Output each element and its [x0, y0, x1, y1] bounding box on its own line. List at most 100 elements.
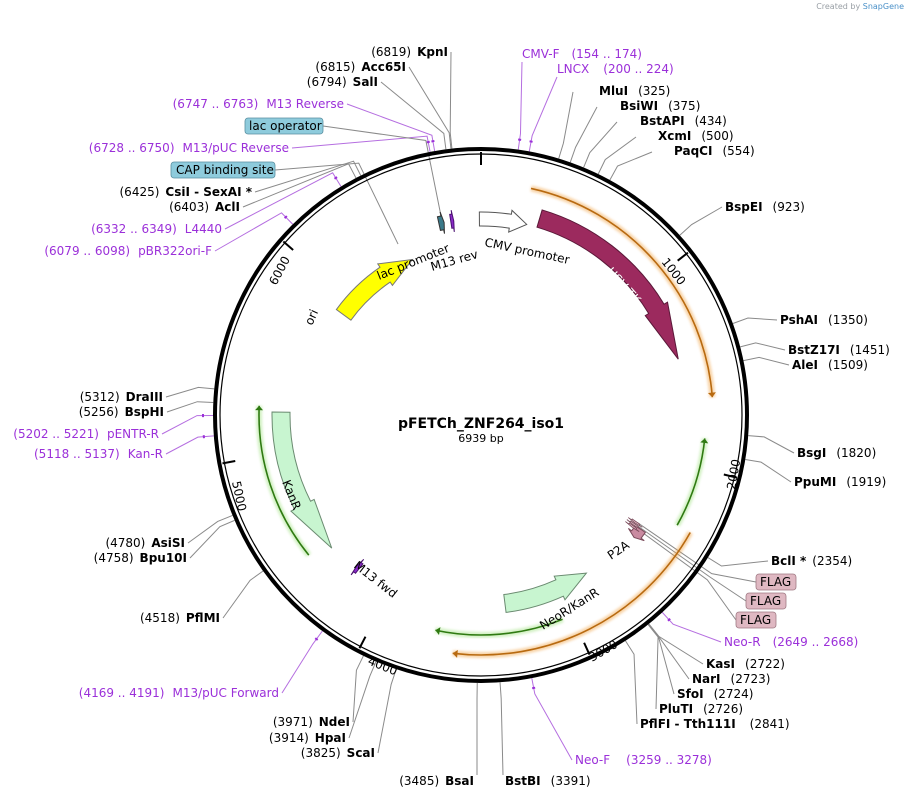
enzyme-leader-line: [559, 92, 573, 159]
primer-range: (2649 .. 2668): [773, 635, 859, 649]
enzyme-position: (3391): [551, 774, 591, 788]
primer-site-mark: [530, 141, 533, 142]
enzyme-label: NarI (2723): [692, 672, 770, 686]
enzyme-position: (4758): [94, 551, 134, 565]
enzyme-label: PflFI - Tth111I(2841): [640, 717, 790, 731]
enzyme-name: BsaI: [445, 774, 474, 788]
enzyme-label: (6794)SalI: [307, 75, 378, 89]
lac-operator-label: lac operator: [249, 119, 322, 133]
enzyme-label: (3485)BsaI: [399, 774, 474, 788]
feature-label-ori: ori: [302, 307, 321, 327]
flag-label-1: FLAG: [760, 575, 791, 589]
primer-leader-line: [662, 612, 721, 642]
tick-mark: [359, 637, 365, 649]
enzyme-leader-line: [748, 436, 794, 453]
enzyme-label: BstZ17I(1451): [788, 343, 890, 357]
plasmid-backbone: [215, 149, 747, 681]
enzyme-leader-line: [167, 402, 213, 412]
primer-label: (6332 .. 6349)L4440: [91, 222, 222, 236]
primer-site-mark: [427, 142, 430, 143]
primer-name: Neo-R: [724, 635, 761, 649]
enzyme-label: PpuMI(1919): [794, 475, 886, 489]
enzyme-label: (4780) AsiSI: [105, 536, 185, 550]
credit-prefix: Created by: [816, 2, 860, 11]
primer-name: L4440: [185, 222, 222, 236]
primer-name: CMV-F: [522, 47, 560, 61]
enzyme-name: BspEI: [725, 200, 763, 214]
enzyme-position: (1820): [836, 446, 876, 460]
enzyme-position: (2354): [812, 554, 852, 568]
primer-range: (200 .. 224): [603, 62, 673, 76]
primer-leader-line: [518, 62, 522, 150]
enzyme-label: (3971) NdeI: [273, 715, 350, 729]
enzyme-leader-line: [378, 669, 396, 753]
enzyme-name: BstZ17I: [788, 343, 840, 357]
enzyme-label: (6403)AclI: [169, 200, 240, 214]
primer-label: (5118 .. 5137)Kan-R: [34, 447, 163, 461]
tick-label-6000: 6000: [266, 254, 293, 288]
enzyme-name: BstAPI: [640, 114, 685, 128]
enzyme-label: AleI (1509): [792, 358, 868, 372]
primer-label: (6728 .. 6750) M13/pUC Reverse: [89, 141, 289, 155]
enzyme-position: (434): [695, 114, 727, 128]
tick-label-3000: 3000: [587, 637, 620, 664]
primer-range: (6747 .. 6763): [173, 97, 259, 111]
enzyme-position: (1509): [828, 358, 868, 372]
enzyme-position: (2723): [731, 672, 771, 686]
enzyme-leader-line: [680, 207, 722, 235]
backbone-outer-ring: [215, 149, 747, 681]
primer-site-mark: [532, 688, 535, 689]
primer-name: M13/pUC Reverse: [183, 141, 290, 155]
enzyme-name: BsiWI: [620, 99, 658, 113]
primer-range: (3259 .. 3278): [626, 753, 712, 767]
enzyme-leader-line: [500, 682, 503, 775]
primer-label: (6747 .. 6763)M13 Reverse: [173, 97, 344, 111]
flag-label-3: FLAG: [740, 613, 771, 627]
enzyme-name: NdeI: [319, 715, 350, 729]
primer-name: LNCX: [557, 62, 589, 76]
enzyme-leader-line: [223, 571, 263, 618]
feature-label-cmv-promoter: CMV promoter: [483, 235, 571, 267]
enzyme-label: BstAPI (434): [640, 114, 727, 128]
enzyme-label: BclI *(2354): [771, 554, 852, 568]
enzyme-name: Acc65I: [361, 60, 406, 74]
enzyme-position: (2841): [750, 717, 790, 731]
enzyme-name: AleI: [792, 358, 818, 372]
enzyme-position: (4780): [105, 536, 145, 550]
enzyme-label: BstBI(3391): [505, 774, 591, 788]
enzyme-label: (5312)DraIII: [80, 390, 163, 404]
enzyme-leader-line: [349, 662, 376, 738]
enzyme-name: BspHI: [125, 405, 164, 419]
enzyme-name: AsiSI: [151, 536, 185, 550]
enzyme-position: (923): [773, 200, 805, 214]
lac-promoter-block: [437, 212, 444, 234]
primer-leader-line: [532, 678, 572, 760]
enzyme-name: SalI: [353, 75, 378, 89]
primer-label: CMV-F(154 .. 174): [522, 47, 642, 61]
enzyme-leader-line: [745, 460, 791, 482]
primer-leader-line: [529, 77, 557, 151]
enzyme-name: AclI: [215, 200, 240, 214]
backbone-inner-ring: [220, 154, 742, 676]
enzyme-leader-line: [570, 107, 597, 162]
primer-label: Neo-R (2649 .. 2668): [724, 635, 858, 649]
enzyme-label: (6815)Acc65I: [315, 60, 406, 74]
enzyme-name: NarI: [692, 672, 721, 686]
primer-range: (6079 .. 6098): [44, 244, 130, 258]
enzyme-position: (3971): [273, 715, 313, 729]
primer-range: (6728 .. 6750): [89, 141, 175, 155]
enzyme-position: (3825): [301, 746, 341, 760]
primer-leader-line: [347, 104, 435, 151]
enzyme-position: (554): [722, 144, 754, 158]
enzyme-label: BsgI(1820): [797, 446, 876, 460]
enzyme-label: PaqCI(554): [674, 144, 755, 158]
enzyme-label: BsiWI(375): [620, 99, 700, 113]
enzyme-name: Bpu10I: [140, 551, 187, 565]
enzyme-name: CsiI - SexAI *: [165, 185, 252, 199]
enzyme-leader-line: [648, 625, 658, 709]
enzyme-name: SfoI: [677, 687, 704, 701]
plasmid-length: 6939 bp: [458, 432, 503, 445]
tick-mark: [678, 253, 688, 261]
enzyme-leader-line: [166, 387, 214, 397]
primer-name: pENTR-R: [107, 427, 159, 441]
